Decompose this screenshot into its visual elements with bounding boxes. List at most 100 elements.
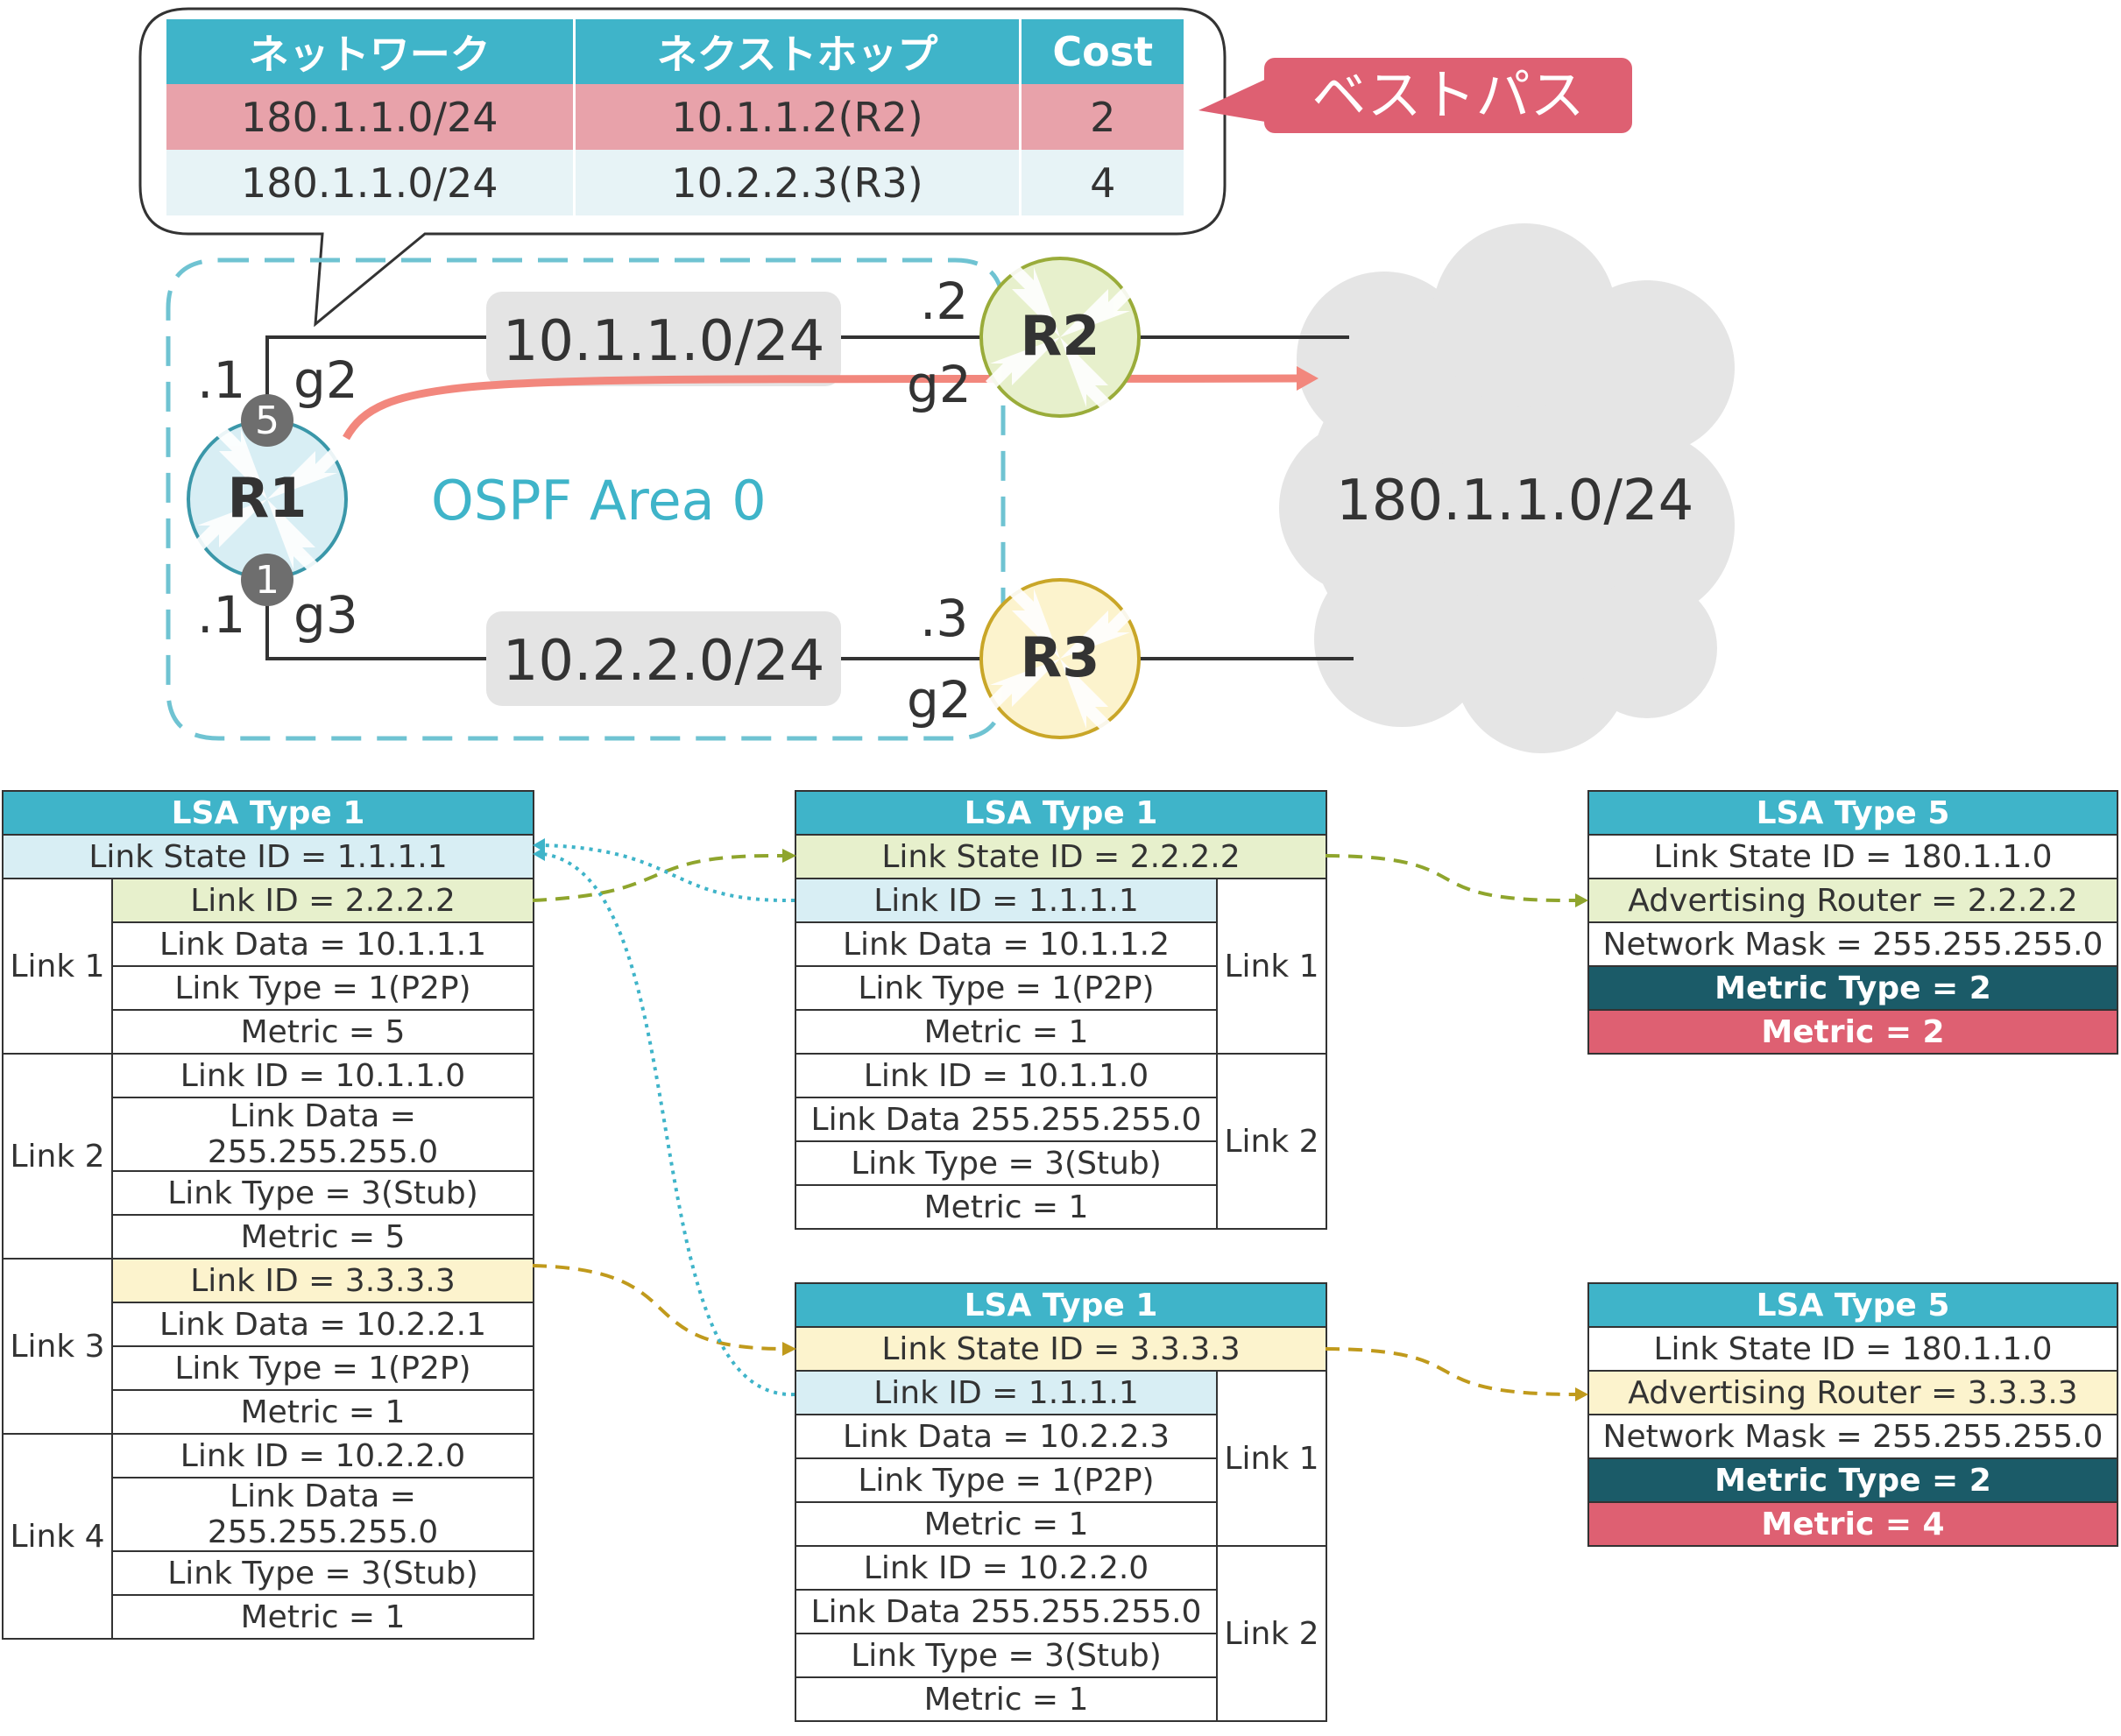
link-label: Link 1: [2, 878, 113, 1055]
rt-nexthop: 10.2.2.3(R3): [574, 150, 1022, 215]
lsa-link-state-id: Link State ID = 3.3.3.3: [795, 1326, 1327, 1372]
r2-addr: .2: [920, 272, 969, 331]
lsa-row: Link State ID = 180.1.1.0: [1587, 834, 2118, 879]
arrowhead: [533, 838, 545, 852]
rt-header-cost: Cost: [1020, 19, 1186, 84]
lsa-row: Metric = 5: [111, 1009, 534, 1055]
lsa-row: Metric = 1: [795, 1676, 1218, 1722]
router-r2[interactable]: [979, 257, 1141, 418]
lsa-row: Link ID = 10.2.2.0: [795, 1545, 1218, 1591]
lsa-metric-type: Metric Type = 2: [1587, 965, 2118, 1011]
connector-r1-to-r3: [532, 1264, 785, 1351]
lsa-row: Link ID = 1.1.1.1: [795, 878, 1218, 923]
router-r1[interactable]: [187, 419, 348, 580]
lsa-row: Metric = 1: [795, 1501, 1218, 1547]
lsa-title: LSA Type 5: [1587, 1282, 2118, 1328]
lsa-row: Link Type = 1(P2P): [111, 965, 534, 1011]
lsa-metric: Metric = 4: [1587, 1501, 2118, 1547]
metric-type-callout-line2: Type: [1396, 1184, 1522, 1248]
lsa-link-state-id: Link State ID = 1.1.1.1: [2, 834, 534, 879]
r1-bot-if: g3: [293, 585, 358, 645]
lsa-title: LSA Type 5: [1587, 790, 2118, 836]
lsa-row: Link Type = 3(Stub): [795, 1633, 1218, 1678]
connector-r2-to-r1: [542, 843, 795, 903]
best-path-arrow: [343, 374, 1297, 441]
r1-label: R1: [227, 466, 308, 530]
router-r3[interactable]: [979, 578, 1141, 739]
lsa-row: Link Data = 255.255.255.0: [111, 1477, 534, 1552]
lsa-row: Link Type = 3(Stub): [111, 1170, 534, 1216]
lsa-row: Advertising Router = 2.2.2.2: [1587, 878, 2118, 923]
link-label: Link 1: [1216, 1370, 1327, 1547]
arrowhead: [533, 847, 545, 861]
route-table: ネットワーク ネクストホップ Cost 180.1.1.0/24 10.1.1.…: [166, 19, 1186, 215]
cost-badge-g3: [241, 554, 293, 606]
topology-diagram: [138, 7, 1735, 753]
r1-top-if: g2: [293, 350, 358, 410]
lsa-row: Link Data = 10.2.2.1: [111, 1302, 534, 1347]
lsa-row: Link Data = 10.1.1.1: [111, 921, 534, 967]
area0-boundary: [166, 258, 1006, 741]
lsa-row: Link Data 255.255.255.0: [795, 1097, 1218, 1142]
lsa-row: Advertising Router = 3.3.3.3: [1587, 1370, 2118, 1415]
arrowhead: [1575, 1387, 1588, 1401]
lsa-row: Metric = 1: [795, 1184, 1218, 1230]
lsa-row: Link State ID = 180.1.1.0: [1587, 1326, 2118, 1372]
lsa-row: Link ID = 10.1.1.0: [795, 1053, 1218, 1098]
r1-bot-addr: .1: [197, 585, 246, 645]
net-top-label: 10.1.1.0/24: [502, 309, 825, 374]
net-top-bg: [486, 292, 841, 386]
lsa-row: Link Data 255.255.255.0: [795, 1589, 1218, 1634]
lsa-link-state-id: Link State ID = 2.2.2.2: [795, 834, 1327, 879]
lsa-row: Link Type = 1(P2P): [111, 1345, 534, 1391]
area-label: OSPF Area 0: [431, 469, 767, 533]
lsa-row: Network Mask = 255.255.255.0: [1587, 921, 2118, 967]
lsa-row: Network Mask = 255.255.255.0: [1587, 1414, 2118, 1459]
net-bottom-label: 10.2.2.0/24: [502, 629, 825, 694]
link-label: Link 2: [2, 1053, 113, 1260]
table-row: 180.1.1.0/24 10.2.2.3(R3) 4: [166, 150, 1186, 215]
connector-r3-to-r1: [542, 852, 795, 1397]
rt-nexthop: 10.1.1.2(R2): [574, 84, 1022, 150]
link-label: Link 3: [2, 1258, 113, 1435]
lsa-row: Link Type = 1(P2P): [795, 1457, 1218, 1503]
link-label: Link 1: [1216, 878, 1327, 1055]
lsa5-r3-table: LSA Type 5 Link State ID = 180.1.1.0 Adv…: [1587, 1282, 2118, 1547]
lsa-row: Link Data = 10.2.2.3: [795, 1414, 1218, 1459]
r2-if: g2: [907, 355, 972, 414]
lsa-row: Link ID = 1.1.1.1: [795, 1370, 1218, 1415]
link-label: Link 2: [1216, 1545, 1327, 1722]
best-path-label: ベストパス: [1264, 58, 1632, 133]
rt-cost: 4: [1020, 150, 1186, 215]
lsa-row: Metric = 5: [111, 1214, 534, 1260]
r1-bot-cost: 1: [255, 558, 279, 603]
lsa-title: LSA Type 1: [795, 790, 1327, 836]
lsa-row: Metric = 1: [111, 1389, 534, 1435]
lsa-row: Link ID = 3.3.3.3: [111, 1258, 534, 1303]
link-label: Link 4: [2, 1433, 113, 1640]
rt-header-nexthop: ネクストホップ: [574, 19, 1022, 84]
lsa-row: Link ID = 10.2.2.0: [111, 1433, 534, 1478]
lsa-row: Link Type = 1(P2P): [795, 965, 1218, 1011]
r2-label: R2: [1020, 304, 1100, 368]
lsa-row: Link Data = 255.255.255.0: [111, 1097, 534, 1172]
metric-type-callout-line1: Metric: [1374, 1112, 1544, 1176]
lsa-row: Metric = 1: [111, 1594, 534, 1640]
lsa-row: Metric = 1: [795, 1009, 1218, 1055]
external-cloud: [1279, 223, 1735, 753]
lsa-row: Link Type = 3(Stub): [795, 1140, 1218, 1186]
r1-top-addr: .1: [197, 350, 246, 410]
lsa-row: Link Data = 10.1.1.2: [795, 921, 1218, 967]
lsa-r3-table: LSA Type 1 Link State ID = 3.3.3.3 Link …: [795, 1282, 1327, 1722]
net-bottom-bg: [486, 611, 841, 706]
lsa-row: Link Type = 3(Stub): [111, 1550, 534, 1596]
rt-header-network: ネットワーク: [166, 19, 576, 84]
lsa-title: LSA Type 1: [2, 790, 534, 836]
cost-badge-g2: [241, 394, 293, 447]
lsa5-r2-table: LSA Type 5 Link State ID = 180.1.1.0 Adv…: [1587, 790, 2118, 1055]
r3-addr: .3: [920, 589, 969, 648]
arrowhead: [1575, 893, 1588, 907]
r3-if: g2: [907, 670, 972, 730]
best-path-arrowhead: [1297, 366, 1319, 391]
connector-r1-to-r2: [532, 853, 785, 902]
